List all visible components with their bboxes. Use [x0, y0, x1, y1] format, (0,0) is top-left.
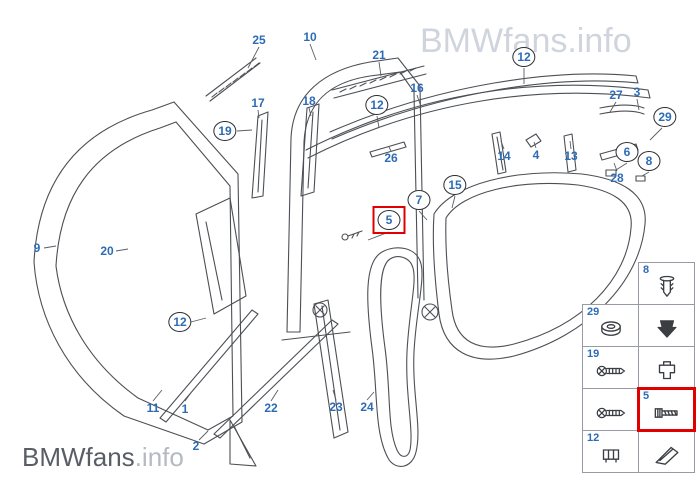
callout-15-circled[interactable]: 15 — [443, 175, 467, 195]
callout-7-circled[interactable]: 7 — [407, 190, 431, 210]
roof-moulding-art — [305, 73, 651, 159]
legend-cell-number: 5 — [643, 390, 650, 402]
callout-22[interactable]: 22 — [264, 401, 278, 415]
fastener-glyphs-art — [312, 230, 439, 321]
callout-19-circled[interactable]: 19 — [213, 121, 237, 141]
seal-24-art — [367, 247, 423, 467]
callout-26[interactable]: 26 — [384, 151, 398, 165]
legend-cell-number: 8 — [643, 264, 650, 276]
expanding-rivet-icon — [647, 272, 687, 302]
callout-1[interactable]: 1 — [181, 402, 189, 416]
clip-icon — [647, 356, 687, 386]
legend-panel: 8 29 19 5 12 — [582, 262, 696, 473]
callout-14[interactable]: 14 — [497, 149, 511, 163]
callout-23[interactable]: 23 — [329, 400, 343, 414]
legend-row-2: 19 — [582, 346, 695, 389]
screw-icon — [591, 356, 631, 386]
callout-18[interactable]: 18 — [302, 94, 316, 108]
legend-cell-8[interactable]: 8 — [638, 262, 695, 305]
screw-icon — [591, 398, 631, 428]
legend-cell-number: 12 — [587, 432, 600, 444]
callout-6-circled[interactable]: 6 — [615, 142, 639, 162]
legend-cell-29[interactable]: 29 — [582, 304, 639, 347]
callout-24[interactable]: 24 — [360, 400, 374, 414]
leader-lines — [43, 43, 663, 441]
callout-25[interactable]: 25 — [252, 33, 266, 47]
callout-16[interactable]: 16 — [410, 81, 424, 95]
legend-cell-19[interactable]: 19 — [582, 346, 639, 389]
legend-cell-wedge-icon[interactable] — [638, 430, 695, 473]
callout-13[interactable]: 13 — [564, 149, 578, 163]
legend-spacer — [582, 262, 639, 305]
clip-dark-icon — [647, 314, 687, 344]
pillar-trim-art — [195, 197, 247, 315]
strip-17-art — [251, 111, 269, 199]
site-logo-suffix: .info — [134, 442, 184, 472]
callout-9[interactable]: 9 — [33, 241, 41, 255]
callout-3[interactable]: 3 — [633, 85, 641, 99]
grommet-icon — [591, 314, 631, 344]
legend-cell-clip-icon[interactable] — [638, 346, 695, 389]
legend-cell-number: 19 — [587, 348, 600, 360]
callout-4[interactable]: 4 — [532, 148, 540, 162]
front-door-frame-art — [33, 101, 243, 445]
legend-cell-number: 29 — [587, 306, 600, 318]
rear-door-frame-art — [281, 57, 425, 341]
legend-row-1: 29 — [582, 304, 695, 347]
callout-27[interactable]: 27 — [609, 88, 623, 102]
legend-cell-12[interactable]: 12 — [582, 430, 639, 473]
legend-row-0: 8 — [582, 262, 695, 305]
quarter-window-art — [432, 172, 646, 360]
callout-5-circled[interactable]: 5 — [372, 206, 406, 234]
legend-cell-screw-icon[interactable] — [582, 388, 639, 431]
callout-28[interactable]: 28 — [610, 171, 624, 185]
legend-row-3: 5 — [582, 387, 696, 432]
lower-moulding-art — [159, 299, 349, 467]
callout-2[interactable]: 2 — [192, 439, 200, 453]
callout-12-circled[interactable]: 12 — [365, 95, 389, 115]
callout-21[interactable]: 21 — [372, 48, 386, 62]
site-logo-brand: BMWfans — [22, 442, 135, 472]
wedge-icon — [647, 440, 687, 470]
callout-29-circled[interactable]: 29 — [653, 107, 677, 127]
strip-21-art — [331, 65, 427, 99]
site-logo[interactable]: BMWfans.info — [22, 444, 184, 470]
hex-bolt-icon — [647, 398, 687, 428]
callout-17[interactable]: 17 — [251, 96, 265, 110]
strip-25-art — [205, 57, 261, 102]
legend-cell-5[interactable]: 5 — [637, 387, 696, 432]
callout-12-circled[interactable]: 12 — [512, 47, 536, 67]
callout-8-circled[interactable]: 8 — [637, 151, 661, 171]
clip-small-icon — [591, 440, 631, 470]
callout-20[interactable]: 20 — [100, 244, 114, 258]
legend-row-4: 12 — [582, 430, 695, 473]
callout-10[interactable]: 10 — [303, 30, 317, 44]
callout-12-circled[interactable]: 12 — [168, 312, 192, 332]
legend-cell-clip-dark-icon[interactable] — [638, 304, 695, 347]
callout-11[interactable]: 11 — [146, 401, 160, 415]
